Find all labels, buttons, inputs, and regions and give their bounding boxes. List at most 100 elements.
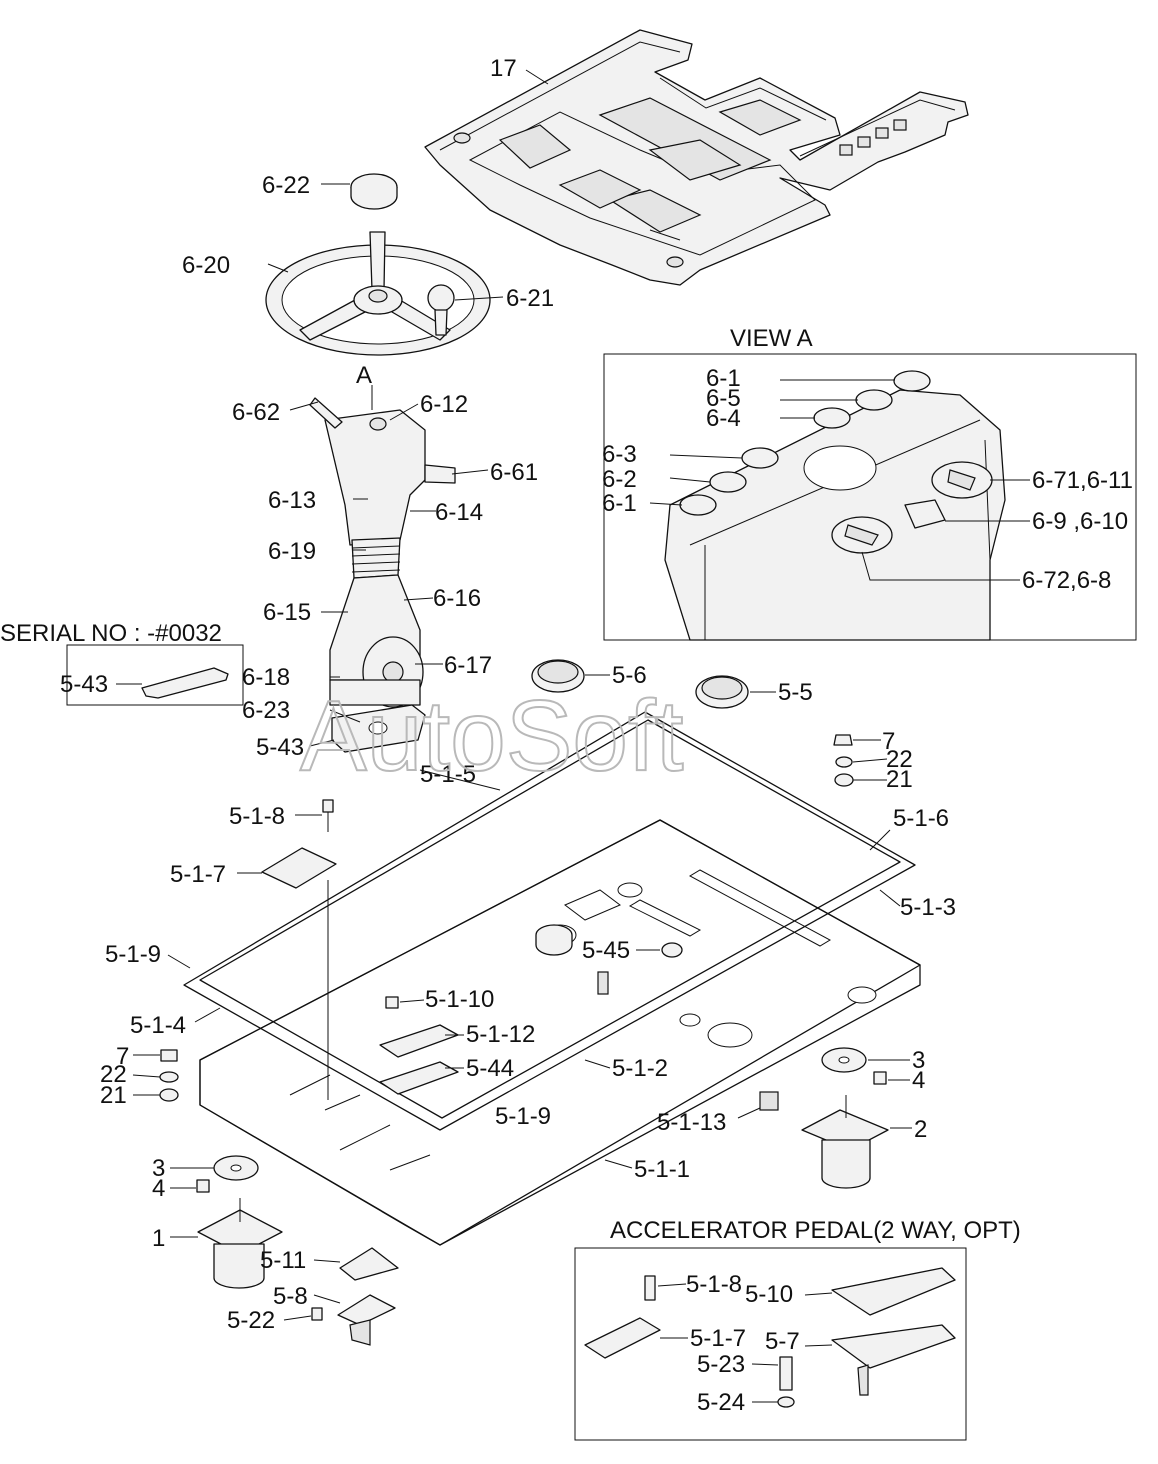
leader-pedal-left: [283, 1259, 341, 1321]
callout-6-22: 6-22: [262, 172, 310, 199]
callout-5-8: 5-8: [273, 1283, 308, 1310]
callout-17: 17: [490, 55, 517, 82]
view-callout-6-1b: 6-1: [602, 490, 637, 517]
callout-6-18: 6-18: [242, 664, 290, 691]
pedal-accelerator: [584, 1267, 956, 1408]
callout-6-14: 6-14: [435, 499, 483, 526]
callout-6-15: 6-15: [263, 599, 311, 626]
callout-5-6: 5-6: [612, 662, 647, 689]
view-callout-6-2: 6-2: [602, 466, 637, 493]
leader-center: [399, 999, 464, 1069]
callout-5-24: 5-24: [697, 1389, 745, 1416]
callout-6-61: 6-61: [490, 459, 538, 486]
view-callout-6-72: 6-72,6-8: [1022, 567, 1111, 594]
grommets: [531, 659, 749, 709]
callout-6-16: 6-16: [433, 585, 481, 612]
callout-5-1-9b: 5-1-9: [495, 1103, 551, 1130]
view-callout-6-1a: 6-1: [706, 365, 741, 392]
callout-5-1-6: 5-1-6: [893, 805, 949, 832]
accelerator-title: ACCELERATOR PEDAL(2 WAY, OPT): [610, 1217, 1021, 1244]
leader-5-1-8: [237, 814, 322, 874]
plate-5-43-serial: [141, 667, 229, 699]
callout-5-1-8a: 5-1-8: [229, 803, 285, 830]
leader-left-mount: [170, 1167, 214, 1238]
serial-box: [66, 644, 244, 706]
leader-left-stack: [132, 1054, 161, 1096]
callout-5-1-2: 5-1-2: [612, 1055, 668, 1082]
callout-6-19: 6-19: [268, 538, 316, 565]
callout-6-23: 6-23: [242, 697, 290, 724]
callout-5-5: 5-5: [778, 679, 813, 706]
callout-3a: 3: [912, 1047, 925, 1074]
view-callout-6-71: 6-71,6-11: [1032, 467, 1133, 494]
callout-22b: 22: [100, 1061, 127, 1088]
leader-5-1-6: [869, 829, 901, 907]
fastener-stack-left: [159, 1049, 179, 1102]
callout-5-22: 5-22: [227, 1307, 275, 1334]
steering-wheel: [265, 173, 491, 356]
watermark: AutoSoft: [300, 680, 684, 792]
callout-22a: 22: [886, 746, 913, 773]
floor-mat: [424, 29, 969, 286]
mount-right: [759, 1047, 889, 1189]
middle-plate: [199, 819, 921, 1246]
serial-title: SERIAL NO : -#0032: [0, 620, 222, 647]
callout-5-1-12: 5-1-12: [466, 1021, 535, 1048]
leader-right-mount: [737, 1059, 912, 1129]
view-callout-6-3: 6-3: [602, 441, 637, 468]
view-callout-6-9: 6-9 ,6-10: [1032, 508, 1128, 535]
callout-6-17: 6-17: [444, 652, 492, 679]
callout-4a: 4: [912, 1067, 925, 1094]
leader-wheel: [267, 183, 504, 301]
view-a-console: [664, 370, 1006, 641]
leader-5-1-5: [419, 769, 501, 791]
callout-5-11: 5-11: [260, 1247, 306, 1274]
view-callout-6-5: 6-5: [706, 385, 741, 412]
callout-5-1-3: 5-1-3: [900, 894, 956, 921]
fastener-stack-right: [833, 734, 854, 787]
callout-5-44: 5-44: [466, 1055, 514, 1082]
callout-21b: 21: [100, 1082, 127, 1109]
callout-6-12: 6-12: [420, 391, 468, 418]
leader-5-1-2: [584, 1059, 611, 1069]
callout-5-7: 5-7: [765, 1328, 800, 1355]
leader-right-stack: [852, 739, 888, 781]
leader-5-1-9-4: [167, 954, 221, 1023]
callout-5-1-9a: 5-1-9: [105, 941, 161, 968]
callout-5-1-8b: 5-1-8: [686, 1271, 742, 1298]
accelerator-box: [574, 1247, 967, 1441]
view-callout-6-4: 6-4: [706, 405, 741, 432]
callout-2: 2: [914, 1116, 927, 1143]
upper-frame: [183, 711, 916, 1131]
callout-6-21: 6-21: [506, 285, 554, 312]
mount-left: [196, 1155, 283, 1289]
leader-5-1-1: [604, 1159, 633, 1169]
callout-5-43b: 5-43: [256, 734, 304, 761]
leader-view-a: [649, 379, 1030, 581]
steering-column: [309, 397, 456, 753]
callout-5-1-5: 5-1-5: [420, 761, 476, 788]
leader-column: [289, 385, 489, 723]
callout-5-1-13: 5-1-13: [657, 1109, 726, 1136]
callout-6-62: 6-62: [232, 399, 280, 426]
callout-5-10: 5-10: [745, 1281, 793, 1308]
callout-5-1-7b: 5-1-7: [690, 1325, 746, 1352]
callout-21a: 21: [886, 766, 913, 793]
leader-grommets: [585, 674, 776, 693]
callout-3b: 3: [152, 1155, 165, 1182]
pedal-left: [311, 1247, 399, 1346]
leader-17: [525, 69, 549, 85]
callout-5-45: 5-45: [582, 937, 630, 964]
callout-6-20: 6-20: [182, 252, 230, 279]
leader-5-43b: [309, 739, 335, 747]
bolt-bracket-left: [261, 799, 337, 1100]
leader-accel: [657, 1283, 833, 1403]
callout-7b: 7: [116, 1043, 129, 1070]
arrow-a-label: A: [356, 362, 372, 389]
callout-5-1-10: 5-1-10: [425, 986, 494, 1013]
callout-5-23: 5-23: [697, 1351, 745, 1378]
grommet-5-45: [535, 924, 683, 995]
callout-5-43a: 5-43: [60, 671, 108, 698]
